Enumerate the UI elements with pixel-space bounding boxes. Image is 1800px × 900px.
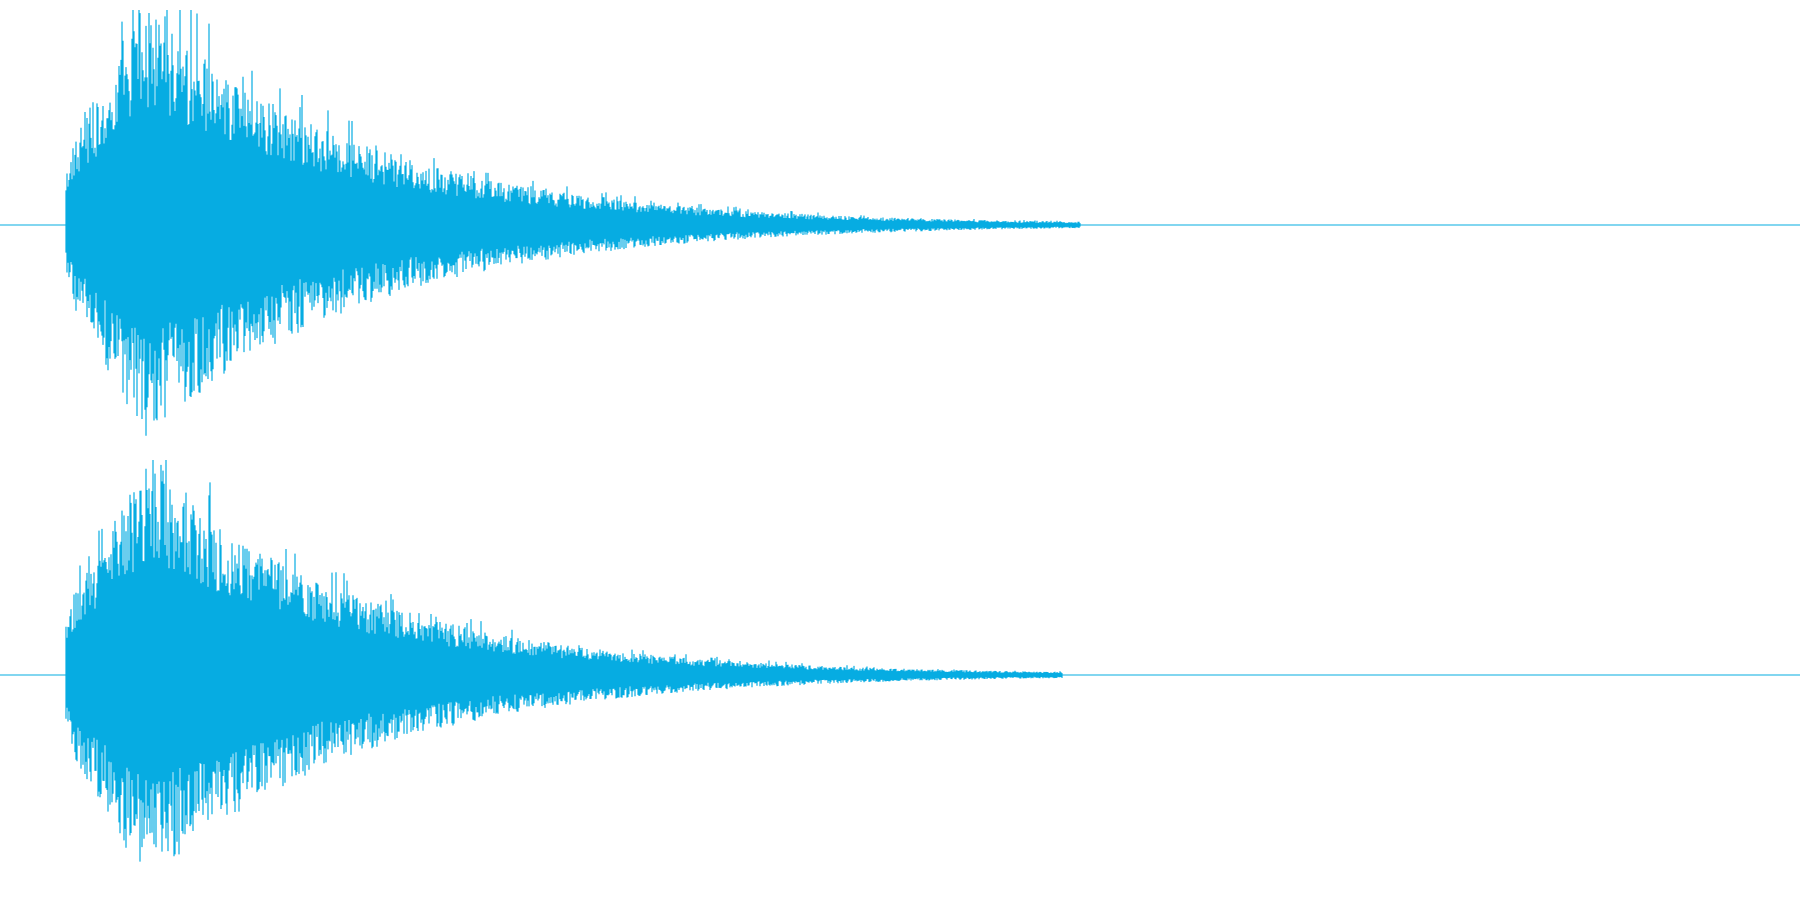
waveform-trace: [65, 10, 1081, 436]
waveform-trace: [65, 460, 1063, 862]
waveform-channel-2: [0, 460, 1800, 862]
waveform-channel-1: [0, 10, 1800, 436]
